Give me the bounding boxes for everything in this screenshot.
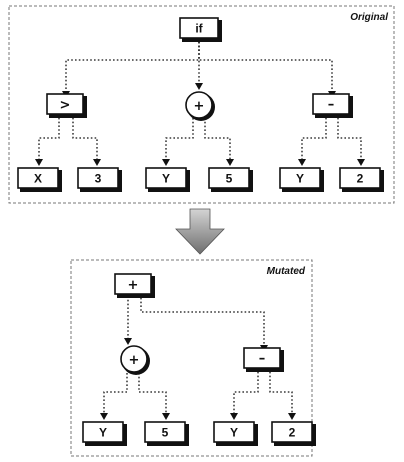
- node-label: 2: [357, 172, 364, 186]
- original-frame: [8, 5, 395, 204]
- node-plus: +: [185, 91, 215, 121]
- node-plus: +: [120, 345, 150, 375]
- edge-if-minus: [198, 38, 333, 92]
- arrowhead: [288, 413, 296, 420]
- edge-plus-y: [103, 373, 128, 414]
- edge-minus-2: [269, 368, 293, 414]
- node-label: 2: [289, 426, 296, 440]
- arrowhead: [35, 159, 43, 166]
- edge-plus-5: [204, 118, 231, 160]
- node-5: 5: [144, 421, 189, 446]
- node-5: 5: [208, 167, 253, 192]
- arrowhead: [162, 413, 170, 420]
- arrowhead: [230, 413, 238, 420]
- mutation-arrow-icon: [175, 208, 225, 255]
- mutated-edges: [103, 294, 293, 414]
- node-y: Y: [279, 167, 324, 192]
- edge-minus-y: [301, 114, 327, 160]
- node-label: if: [195, 22, 203, 36]
- original-panel: Original if: [8, 5, 395, 204]
- arrowhead: [162, 159, 170, 166]
- arrowhead: [100, 413, 108, 420]
- node-y: Y: [145, 167, 190, 192]
- node-label: +: [128, 278, 139, 293]
- arrowhead: [195, 83, 203, 90]
- node-greater-than: >: [46, 93, 87, 118]
- node-if: if: [179, 17, 222, 42]
- node-y: Y: [213, 421, 258, 446]
- edge-plus-y: [165, 118, 194, 160]
- node-label: Y: [99, 426, 107, 440]
- edge-if-gt: [65, 38, 200, 92]
- arrowhead: [298, 159, 306, 166]
- node-minus: –: [243, 347, 284, 372]
- edge-minus-y: [233, 368, 259, 414]
- node-minus: –: [312, 93, 353, 118]
- node-y: Y: [82, 421, 127, 446]
- original-title: Original: [350, 12, 388, 23]
- node-label: Y: [230, 426, 238, 440]
- arrowhead: [93, 159, 101, 166]
- mutated-title: Mutated: [267, 266, 306, 277]
- node-label: +: [129, 353, 140, 368]
- edge-gt-3: [72, 114, 98, 160]
- node-label: Y: [296, 172, 304, 186]
- node-label: –: [328, 98, 335, 113]
- mutated-frame: [70, 259, 313, 457]
- node-label: Y: [162, 172, 170, 186]
- node-label: +: [194, 99, 205, 114]
- node-label: X: [34, 172, 42, 186]
- node-3: 3: [77, 167, 122, 192]
- arrowhead: [357, 159, 365, 166]
- node-label: >: [60, 98, 71, 113]
- arrowhead: [124, 338, 132, 345]
- node-label: 5: [226, 172, 233, 186]
- node-label: –: [259, 352, 266, 367]
- arrowhead: [226, 159, 234, 166]
- mutated-panel: Mutated + +: [70, 259, 316, 457]
- edge-gt-x: [38, 114, 60, 160]
- edge-minus-2: [337, 114, 362, 160]
- node-label: 5: [162, 426, 169, 440]
- node-x: X: [17, 167, 62, 192]
- node-plus-root: +: [114, 273, 155, 298]
- node-label: 3: [95, 172, 102, 186]
- edge-plus-5: [138, 373, 167, 414]
- edge-root-minus: [140, 294, 265, 346]
- original-edges: [38, 38, 362, 160]
- node-2: 2: [271, 421, 316, 446]
- node-2: 2: [339, 167, 384, 192]
